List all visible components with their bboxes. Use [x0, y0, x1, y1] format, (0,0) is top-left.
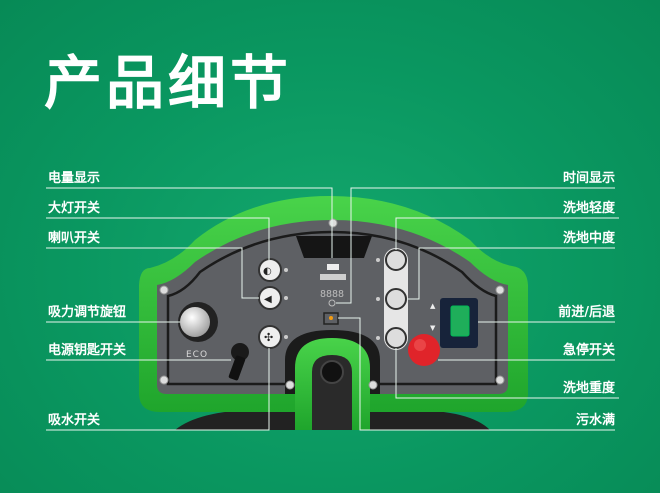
- battery-level-bar: [320, 274, 346, 280]
- eco-label: ECO: [186, 350, 209, 360]
- label-scrub-medium: 洗地中度: [562, 231, 615, 246]
- svg-text:◀: ◀: [264, 294, 272, 305]
- page-title: 产品细节: [44, 49, 293, 117]
- label-key-switch: 电源钥匙开关: [48, 343, 127, 358]
- label-time-display: 时间显示: [562, 171, 615, 186]
- suction-fan-button-icon: [258, 325, 282, 349]
- label-battery-display: 电量显示: [48, 171, 101, 186]
- label-suction-switch: 吸水开关: [48, 413, 101, 428]
- svg-text:✣: ✣: [264, 331, 273, 344]
- battery-icon: [327, 264, 339, 270]
- label-forward-reverse: 前进/后退: [558, 305, 615, 320]
- hose-connector: [320, 360, 344, 384]
- left-buttons: ◐ ◀ ✣: [258, 258, 288, 349]
- key-icon: [228, 355, 246, 381]
- timer-display: 8888: [320, 289, 344, 300]
- forward-arrow-icon: ▲: [430, 302, 436, 310]
- label-suction-knob: 吸力调节旋钮: [48, 305, 127, 320]
- label-headlight-switch: 大灯开关: [48, 201, 101, 216]
- svg-text:◐: ◐: [263, 266, 272, 277]
- emergency-stop-button: [408, 334, 440, 366]
- label-scrub-heavy: 洗地重度: [562, 381, 615, 396]
- scrub-heavy-button-icon: [385, 327, 407, 349]
- headlight-button-icon: [258, 258, 282, 282]
- reverse-arrow-icon: ▼: [430, 324, 436, 332]
- label-waste-full: 污水满: [575, 413, 615, 428]
- screws: [159, 218, 505, 390]
- label-horn-switch: 喇叭开关: [48, 231, 101, 246]
- suction-knob: [180, 307, 210, 337]
- label-emergency-stop: 急停开关: [562, 343, 615, 358]
- clock-icon: [328, 299, 336, 307]
- key-switch: [231, 343, 249, 361]
- label-scrub-light: 洗地轻度: [562, 201, 615, 216]
- scrub-light-button-icon: [385, 249, 407, 271]
- display-window: [296, 236, 372, 258]
- leader-lines: [46, 187, 619, 431]
- scrub-medium-button-icon: [385, 288, 407, 310]
